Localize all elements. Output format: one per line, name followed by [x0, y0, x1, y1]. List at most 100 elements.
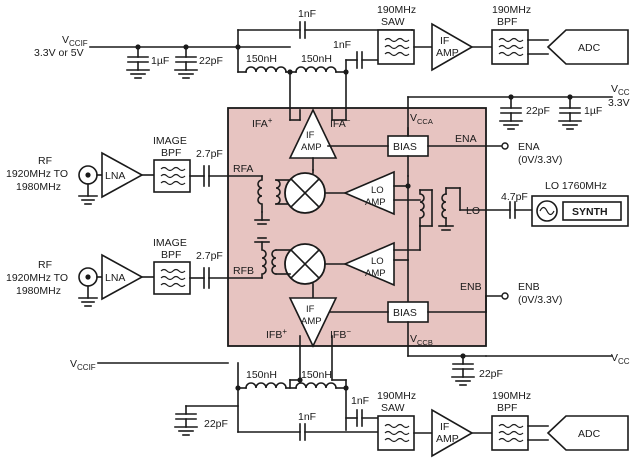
vcc-bottom-label: VCC [611, 352, 630, 366]
vccif-top-label: VCCIF [62, 34, 88, 48]
vcc-right-voltage: 3.3V [608, 97, 630, 109]
rf-b-label-3: 1980MHz [16, 285, 61, 297]
if-amp-ext-top-1: IF [440, 35, 449, 47]
rf-a-chain [78, 151, 263, 205]
bias-b-block [327, 259, 509, 357]
lo-amp-a-1: LO [371, 185, 384, 196]
vcc-right-rail [407, 94, 613, 141]
cap-27pf-b-label: 2.7pF [196, 250, 223, 262]
bias-a-label: BIAS [393, 141, 417, 153]
adc-bottom [546, 415, 629, 451]
rfa-pin-label: RFA [233, 163, 253, 175]
lna-a-label: LNA [105, 170, 125, 182]
cap-22pf-bottom-label: 22pF [479, 368, 503, 380]
synth-label: SYNTH [572, 206, 608, 218]
saw-filter-top [377, 29, 433, 65]
lo-transformer [393, 187, 511, 231]
cap-1nf-top-b [345, 51, 379, 73]
lna-b-label: LNA [105, 272, 125, 284]
vccif-bottom-rail [97, 353, 613, 386]
lo-amp-b-1: LO [371, 256, 384, 267]
bpf-top-freq: 190MHz [492, 4, 531, 16]
rf-a-label-1: RF [38, 155, 52, 167]
bpf-top [491, 29, 549, 65]
image-bpf-b-2: BPF [161, 249, 181, 261]
image-bpf-b-1: IMAGE [153, 237, 187, 249]
saw-bottom-freq: 190MHz [377, 390, 416, 402]
ena-ext-label: ENA [518, 141, 540, 153]
ena-level-label: (0V/3.3V) [518, 154, 562, 166]
ifb-plus-label: IFB+ [266, 327, 287, 341]
if-amp-a-2: AMP [301, 142, 322, 153]
mixer-b [284, 243, 346, 299]
enb-ext-label: ENB [518, 281, 540, 293]
if-amp-ext-bottom-1: IF [440, 421, 449, 433]
saw-bottom-label: SAW [381, 402, 405, 414]
rf-b-label-1: RF [38, 259, 52, 271]
vccif-bottom-label: VCCIF [70, 358, 96, 372]
bpf-top-label: BPF [497, 16, 517, 28]
cap-1nf-top-b-label: 1nF [333, 39, 351, 51]
saw-filter-bottom [377, 415, 433, 451]
ena-pin-label: ENA [455, 133, 477, 145]
rf-a-label-3: 1980MHz [16, 181, 61, 193]
image-bpf-a-1: IMAGE [153, 135, 187, 147]
mixer-a [284, 169, 346, 214]
rfb-pin-label: RFB [233, 265, 254, 277]
adc-bottom-label: ADC [578, 428, 601, 440]
if-amp-b-2: AMP [301, 316, 322, 327]
if-amp-a-1: IF [306, 130, 315, 141]
ind-150nh-bottom [174, 362, 349, 436]
vccb-pin-label: VCCB [410, 333, 433, 347]
vccif-top-voltage: 3.3V or 5V [34, 47, 84, 59]
adc-top-label: ADC [578, 42, 601, 54]
cap-1nf-bottom [237, 409, 413, 441]
enb-pin-label: ENB [460, 281, 482, 293]
lo-amp-b-2: AMP [365, 268, 386, 279]
if-amp-ext-top-2: AMP [436, 47, 459, 59]
cap-1nf-bottom-a-label: 1nF [351, 395, 369, 407]
saw-top-freq: 190MHz [377, 4, 416, 16]
if-amp-external-top [431, 22, 493, 72]
ind-150nh-bottom-b-label: 150nH [301, 369, 332, 381]
cap-47pf-label: 4.7pF [501, 191, 528, 203]
bias-b-label: BIAS [393, 307, 417, 319]
ifa-minus-label: IFA− [330, 116, 351, 130]
adc-top [546, 29, 629, 65]
ind-150nh-top [237, 46, 349, 121]
if-amp-b-1: IF [306, 304, 315, 315]
bpf-bottom-label: BPF [497, 402, 517, 414]
rf-b-chain [78, 253, 263, 307]
if-amp-ext-bottom-2: AMP [436, 433, 459, 445]
lo-freq-label: LO 1760MHz [545, 180, 607, 192]
ind-150nh-top-a-label: 150nH [246, 53, 277, 65]
bias-a-block [327, 127, 509, 177]
transformer-b [254, 237, 291, 279]
transformer-a [254, 175, 291, 225]
cap-1nf-bottom-b-label: 1nF [298, 411, 316, 423]
cap-1uf-right-label: 1µF [584, 105, 602, 117]
bpf-bottom [491, 415, 549, 451]
if-amp-a [288, 108, 338, 171]
lo-amp-b [342, 225, 421, 287]
lo-pin-label: LO [466, 205, 480, 217]
ind-150nh-top-b-label: 150nH [301, 53, 332, 65]
cap-22pf-top-label: 22pF [199, 55, 223, 67]
saw-top-label: SAW [381, 16, 405, 28]
if-amp-b [288, 297, 338, 381]
bpf-bottom-freq: 190MHz [492, 390, 531, 402]
lo-amp-a-2: AMP [365, 197, 386, 208]
ifa-plus-label: IFA+ [252, 116, 273, 130]
lo-cap-and-synth [509, 195, 629, 227]
cap-1nf-top-a-label: 1nF [298, 8, 316, 20]
vcc-right-label: VCC [611, 83, 630, 97]
cap-1uf-top-label: 1µF [151, 55, 169, 67]
vccif-top-rail [89, 44, 291, 79]
cap-27pf-a-label: 2.7pF [196, 148, 223, 160]
cap-22pf-right-label: 22pF [526, 105, 550, 117]
if-amp-external-bottom [431, 408, 493, 458]
ind-150nh-bottom-a-label: 150nH [246, 369, 277, 381]
enb-level-label: (0V/3.3V) [518, 294, 562, 306]
